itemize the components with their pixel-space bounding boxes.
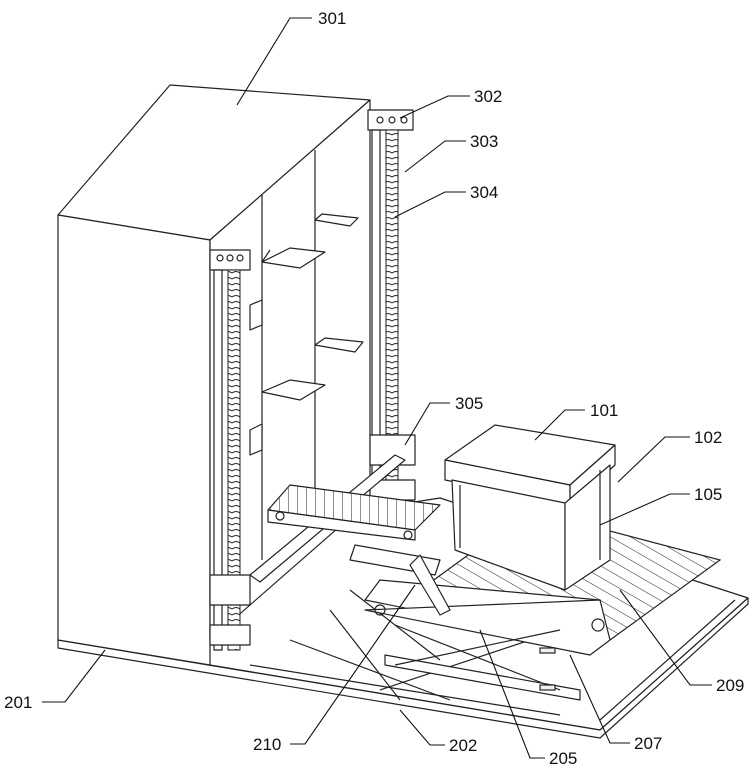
label-201: 201 [4,693,32,712]
label-207: 207 [634,734,662,753]
label-102: 102 [694,428,722,447]
label-202: 202 [449,736,477,755]
label-205: 205 [549,749,577,767]
label-209: 209 [716,676,744,695]
label-101: 101 [590,401,618,420]
label-303: 303 [470,132,498,151]
label-105: 105 [694,485,722,504]
label-302: 302 [474,87,502,106]
label-304: 304 [470,183,498,202]
label-210: 210 [253,735,281,754]
lift-column-right [368,110,415,500]
label-305: 305 [455,394,483,413]
label-301: 301 [318,9,346,28]
